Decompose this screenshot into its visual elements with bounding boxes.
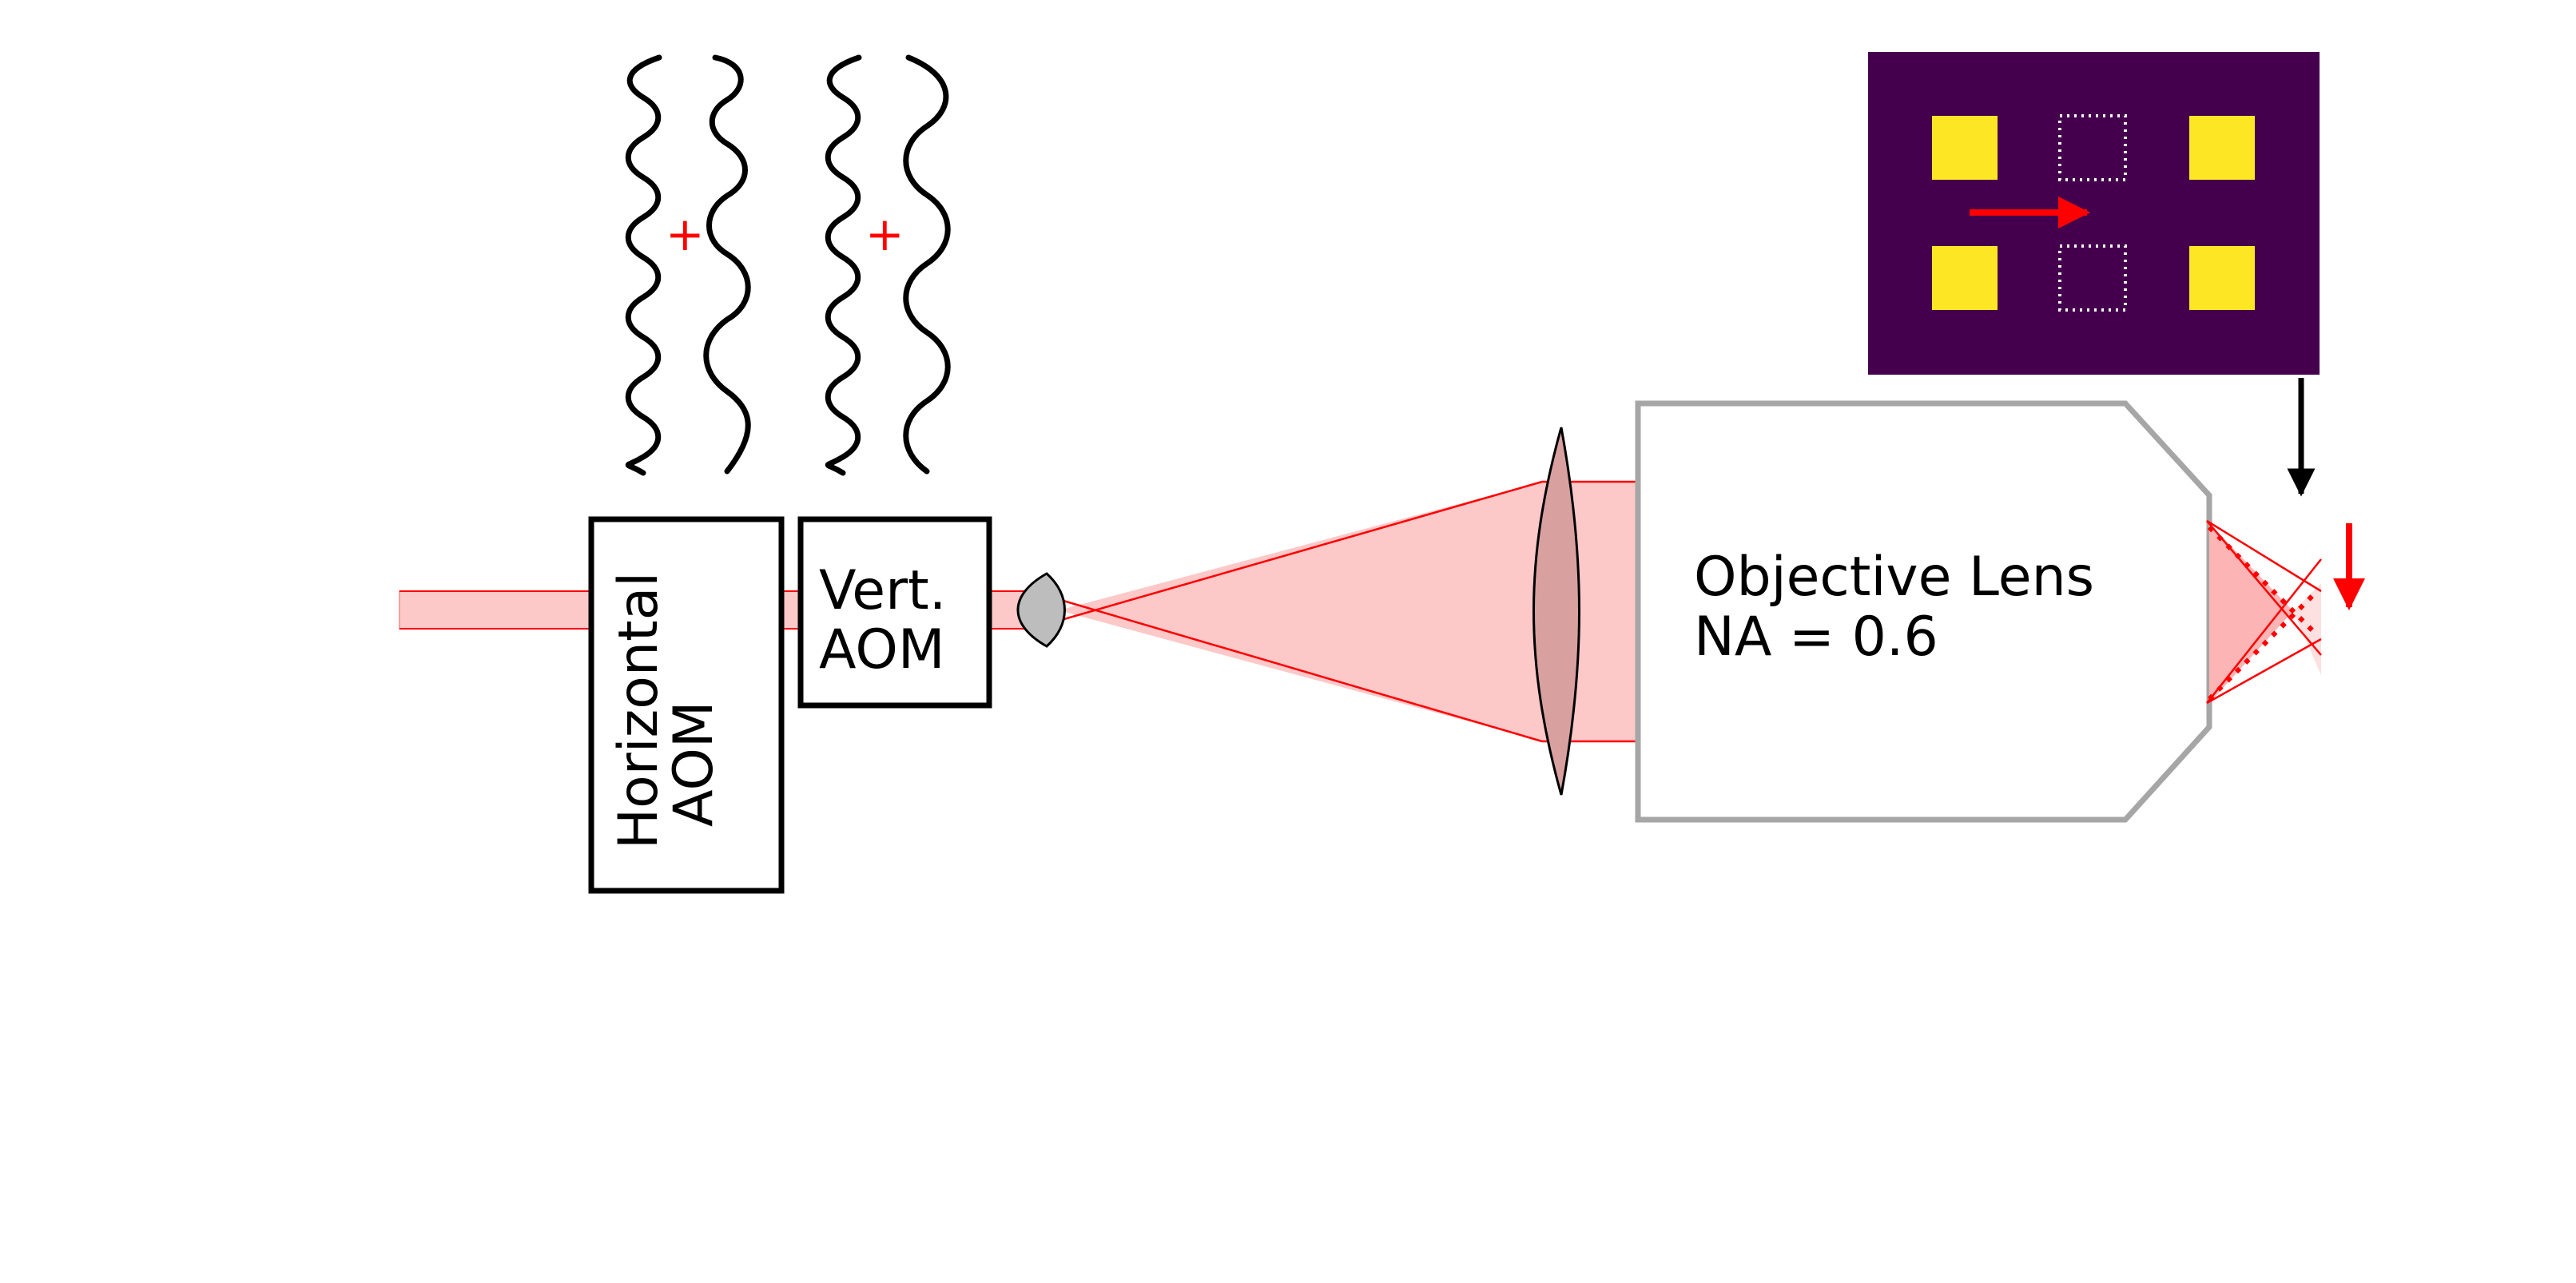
trap-site-filled: [1932, 246, 1998, 310]
rf-combine-plus-1: +: [666, 207, 705, 261]
small-lens: [1016, 572, 1066, 648]
focused-output-beams: [2206, 519, 2322, 705]
rf-waveforms: [625, 54, 951, 476]
trap-site-filled: [2189, 116, 2255, 180]
rf-wave-vertical-tone-2: [903, 54, 951, 475]
objective-na-label: NA = 0.6: [1694, 606, 1938, 669]
input-beam: [399, 590, 592, 630]
horizontal-aom-label-line2: AOM: [662, 701, 725, 827]
trap-site-filled: [1932, 116, 1998, 180]
horizontal-aom: Horizontal AOM: [588, 516, 785, 894]
rf-wave-vertical-tone-1: [825, 54, 862, 476]
beam-expanding-cone: [1059, 482, 1542, 741]
trap-site-filled: [2189, 246, 2255, 310]
large-lens: [1532, 427, 1580, 796]
vertical-aom: Vert. AOM: [797, 516, 992, 709]
vertical-aom-label-line1: Vert.: [819, 559, 946, 622]
rf-wave-horizontal-tone-2: [703, 54, 751, 475]
objective-lens: Objective Lens NA = 0.6: [1635, 400, 2212, 823]
beam-between-aoms: [781, 591, 801, 629]
rf-wave-horizontal-tone-1: [625, 54, 662, 476]
trap-array-inset: [1868, 52, 2320, 375]
horizontal-aom-label-line1: Horizontal: [607, 572, 670, 849]
rf-combine-plus-2: +: [865, 207, 904, 261]
vertical-aom-label-line2: AOM: [819, 618, 945, 681]
objective-lens-label: Objective Lens: [1694, 546, 2094, 609]
